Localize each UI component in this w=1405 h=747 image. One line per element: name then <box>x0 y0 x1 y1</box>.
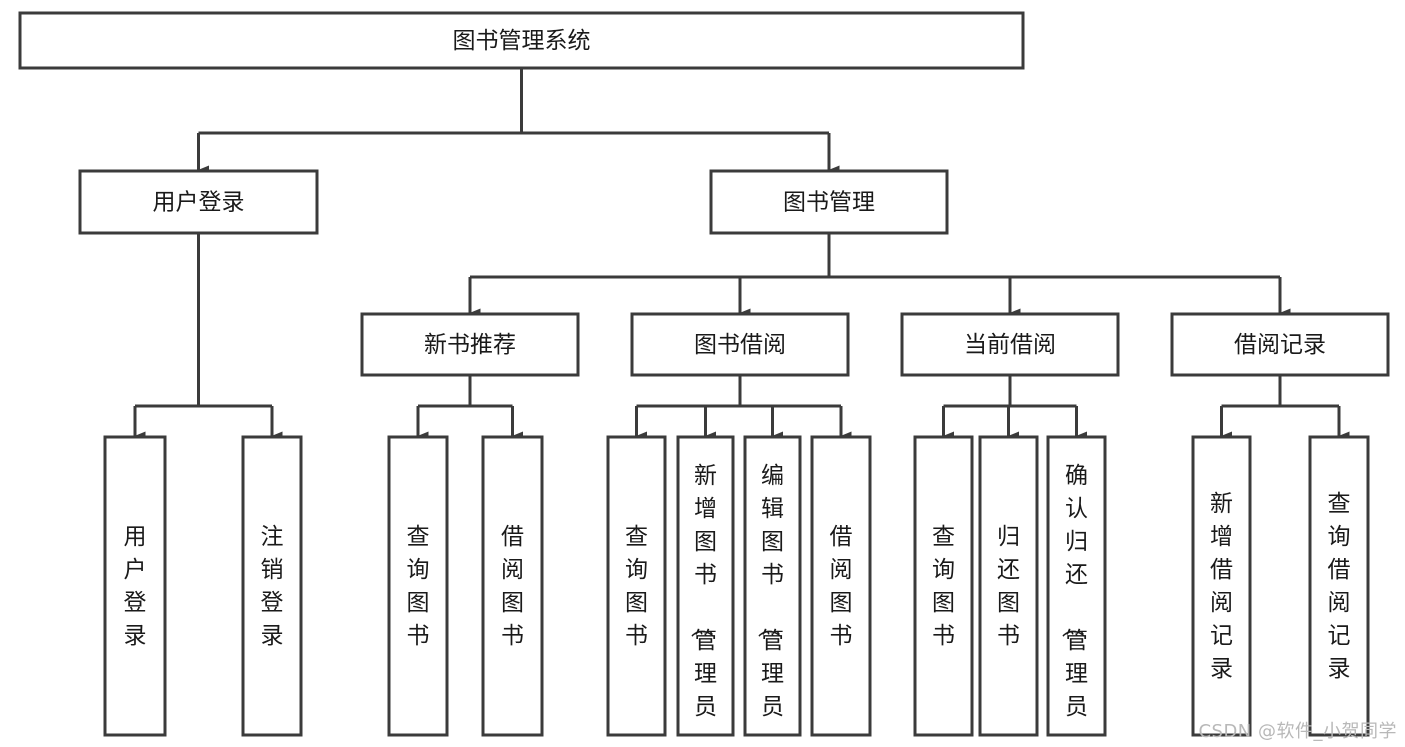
node-root[interactable]: 图书管理系统 <box>18 11 1025 70</box>
node-box <box>387 435 449 737</box>
node-leaf_7[interactable]: 借阅图书 <box>810 435 872 737</box>
node-label: 借阅图书 <box>501 524 524 649</box>
node-box <box>630 312 850 377</box>
node-label: 用户登录 <box>124 524 147 649</box>
node-label: 归还图书 <box>997 524 1020 649</box>
node-leaf_0[interactable]: 用户登录 <box>103 435 167 737</box>
node-label: 借阅图书 <box>830 524 853 649</box>
node-label: 查询图书 <box>407 524 430 649</box>
node-label: 图书管理系统 <box>453 28 591 54</box>
node-l2_1[interactable]: 图书管理 <box>709 169 949 235</box>
node-box <box>1170 312 1390 377</box>
node-label: 新增借阅记录 <box>1210 491 1233 682</box>
node-leaf_11[interactable]: 新增借阅记录 <box>1191 435 1252 737</box>
node-label: 用户登录 <box>153 190 245 216</box>
node-box <box>481 435 544 737</box>
node-label: 确认归还（管理员） <box>1059 463 1088 747</box>
node-leaf_5[interactable]: 新增图书（管理员） <box>676 435 735 747</box>
node-label: 查询图书 <box>932 524 955 649</box>
node-box <box>241 435 303 737</box>
node-leaf_9[interactable]: 归还图书 <box>978 435 1039 737</box>
node-box <box>1308 435 1370 737</box>
nodes-layer: 图书管理系统用户登录图书管理新书推荐图书借阅当前借阅借阅记录用户登录注销登录查询… <box>18 11 1390 747</box>
node-label: 编辑图书（管理员） <box>755 463 784 747</box>
node-box <box>900 312 1120 377</box>
node-leaf_2[interactable]: 查询图书 <box>387 435 449 737</box>
node-box <box>1046 435 1107 737</box>
node-label: 图书借阅 <box>694 332 786 358</box>
node-box <box>709 169 949 235</box>
node-leaf_10[interactable]: 确认归还（管理员） <box>1046 435 1107 747</box>
node-leaf_12[interactable]: 查询借阅记录 <box>1308 435 1370 737</box>
node-leaf_8[interactable]: 查询图书 <box>913 435 974 737</box>
node-l3_3[interactable]: 借阅记录 <box>1170 312 1390 377</box>
node-box <box>606 435 667 737</box>
node-box <box>743 435 802 737</box>
node-label: 当前借阅 <box>964 332 1056 358</box>
node-label: 新书推荐 <box>424 332 516 358</box>
node-l3_0[interactable]: 新书推荐 <box>360 312 580 377</box>
node-leaf_4[interactable]: 查询图书 <box>606 435 667 737</box>
node-box <box>18 11 1025 70</box>
node-leaf_6[interactable]: 编辑图书（管理员） <box>743 435 802 747</box>
node-box <box>78 169 319 235</box>
node-l3_1[interactable]: 图书借阅 <box>630 312 850 377</box>
node-box <box>810 435 872 737</box>
node-box <box>913 435 974 737</box>
node-box <box>103 435 167 737</box>
node-label: 新增图书（管理员） <box>688 463 717 747</box>
node-box <box>1191 435 1252 737</box>
edges-layer <box>133 68 1350 441</box>
node-box <box>978 435 1039 737</box>
node-box <box>360 312 580 377</box>
node-label: 查询图书 <box>625 524 648 649</box>
node-label: 图书管理 <box>783 190 875 216</box>
node-l3_2[interactable]: 当前借阅 <box>900 312 1120 377</box>
node-box <box>676 435 735 737</box>
node-label: 注销登录 <box>261 524 284 649</box>
node-l2_0[interactable]: 用户登录 <box>78 169 319 235</box>
node-label: 查询借阅记录 <box>1328 491 1351 682</box>
node-leaf_3[interactable]: 借阅图书 <box>481 435 544 737</box>
node-label: 借阅记录 <box>1234 332 1326 358</box>
node-leaf_1[interactable]: 注销登录 <box>241 435 303 737</box>
